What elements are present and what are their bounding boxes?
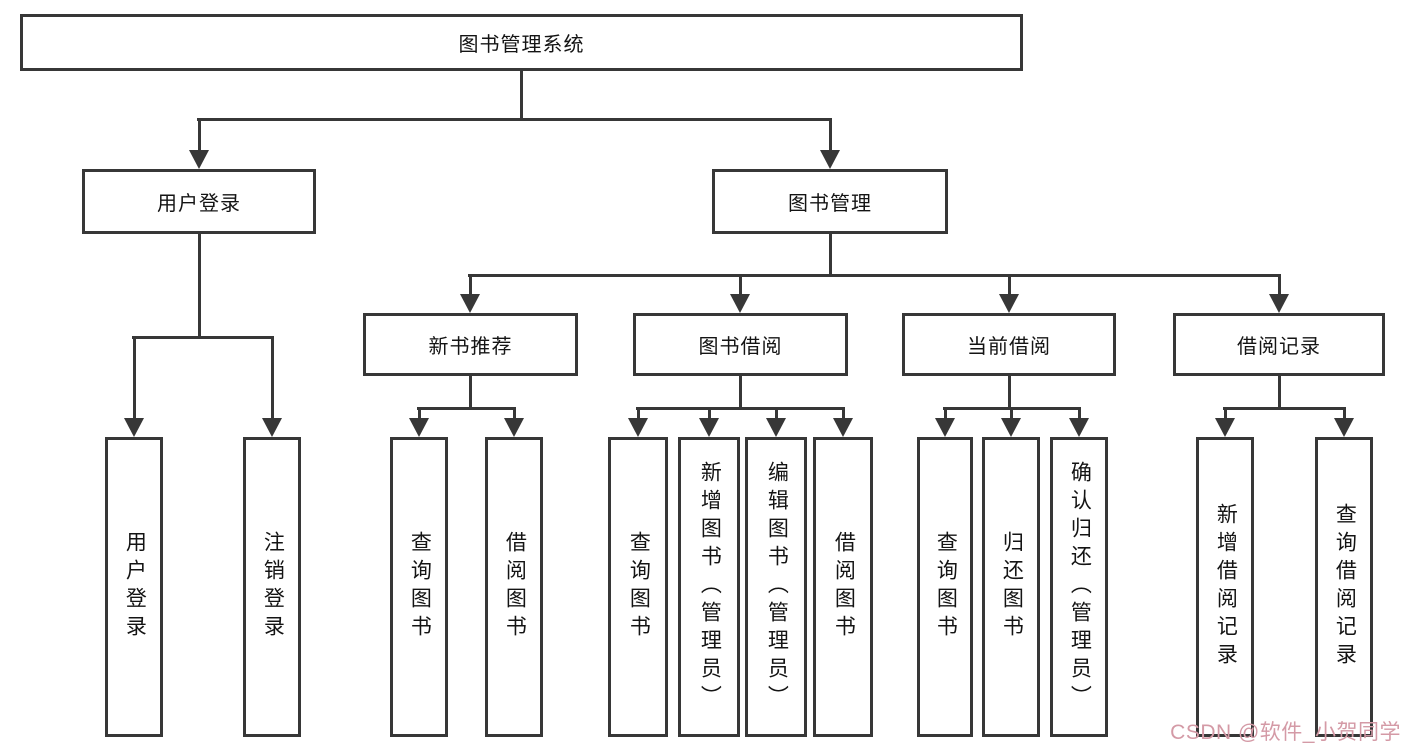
- node-book-borrowing: 图书借阅: [633, 313, 848, 376]
- connector-line: [270, 336, 274, 425]
- node-new-book-recommendation: 新书推荐: [363, 313, 578, 376]
- connector-line: [774, 407, 778, 425]
- connector-line: [519, 71, 523, 118]
- arrowhead-icon: [628, 418, 648, 437]
- connector-line: [468, 376, 472, 407]
- connector-line: [468, 274, 1281, 277]
- connector-line: [738, 274, 742, 301]
- arrowhead-icon: [124, 418, 144, 437]
- leaf-query-books-2: 查询图书: [608, 437, 668, 737]
- arrowhead-icon: [766, 418, 786, 437]
- arrowhead-icon: [1269, 294, 1289, 313]
- connector-line: [417, 407, 421, 425]
- arrowhead-icon: [460, 294, 480, 313]
- arrowhead-icon: [262, 418, 282, 437]
- connector-line: [468, 274, 472, 301]
- leaf-add-books-admin: 新增图书（管理员）: [678, 437, 740, 737]
- connector-line: [132, 336, 136, 425]
- arrowhead-icon: [1334, 418, 1354, 437]
- arrowhead-icon: [504, 418, 524, 437]
- leaf-borrow-books: 借阅图书: [485, 437, 543, 737]
- node-label: 确认归还（管理员）: [1068, 461, 1092, 713]
- arrowhead-icon: [730, 294, 750, 313]
- connector-line: [512, 407, 516, 425]
- arrowhead-icon: [1215, 418, 1235, 437]
- node-label: 新增图书（管理员）: [698, 461, 722, 713]
- node-label: 新书推荐: [428, 336, 513, 358]
- connector-line: [197, 118, 832, 121]
- connector-line: [636, 407, 640, 425]
- node-label: 查询图书: [934, 531, 958, 643]
- arrowhead-icon: [189, 150, 209, 169]
- leaf-borrow-books-2: 借阅图书: [813, 437, 873, 737]
- node-book-management: 图书管理: [712, 169, 948, 234]
- node-borrowing-records: 借阅记录: [1173, 313, 1385, 376]
- connector-line: [1223, 407, 1227, 425]
- connector-line: [197, 118, 201, 157]
- connector-line: [1009, 407, 1013, 425]
- connector-line: [132, 336, 274, 339]
- connector-line: [1007, 274, 1011, 301]
- connector-line: [828, 234, 832, 274]
- leaf-edit-books-admin: 编辑图书（管理员）: [745, 437, 807, 737]
- leaf-query-borrow-record: 查询借阅记录: [1315, 437, 1373, 737]
- leaf-confirm-return-admin: 确认归还（管理员）: [1050, 437, 1108, 737]
- node-user-login: 用户登录: [82, 169, 316, 234]
- connector-line: [636, 407, 845, 410]
- node-label: 查询图书: [627, 531, 651, 643]
- connector-line: [1277, 274, 1281, 301]
- node-label: 编辑图书（管理员）: [765, 461, 789, 713]
- connector-line: [1223, 407, 1346, 410]
- arrowhead-icon: [409, 418, 429, 437]
- connector-line: [1342, 407, 1346, 425]
- connector-line: [1077, 407, 1081, 425]
- arrowhead-icon: [820, 150, 840, 169]
- node-label: 注销登录: [261, 531, 285, 643]
- node-label: 图书管理系统: [458, 34, 585, 56]
- connector-line: [197, 234, 201, 336]
- node-label: 查询图书: [408, 531, 432, 643]
- leaf-query-books-3: 查询图书: [917, 437, 973, 737]
- connector-line: [707, 407, 711, 425]
- node-label: 图书管理: [788, 193, 872, 215]
- node-label: 用户登录: [157, 193, 241, 215]
- arrowhead-icon: [935, 418, 955, 437]
- watermark-csdn: CSDN @软件_小贺同学: [1170, 721, 1401, 744]
- node-label: 借阅记录: [1237, 336, 1321, 358]
- connector-line: [417, 407, 516, 410]
- arrowhead-icon: [699, 418, 719, 437]
- connector-line: [1007, 376, 1011, 407]
- arrowhead-icon: [1001, 418, 1021, 437]
- leaf-user-login: 用户登录: [105, 437, 163, 737]
- node-current-borrowing: 当前借阅: [902, 313, 1116, 376]
- node-label: 用户登录: [123, 531, 147, 643]
- connector-line: [738, 376, 742, 407]
- leaf-return-books: 归还图书: [982, 437, 1040, 737]
- node-label: 借阅图书: [503, 531, 527, 643]
- node-label: 新增借阅记录: [1214, 503, 1238, 671]
- connector-line: [828, 118, 832, 157]
- arrowhead-icon: [999, 294, 1019, 313]
- connector-line: [841, 407, 845, 425]
- leaf-add-borrow-record: 新增借阅记录: [1196, 437, 1254, 737]
- arrowhead-icon: [1069, 418, 1089, 437]
- connector-line: [1277, 376, 1281, 407]
- node-label: 归还图书: [1000, 531, 1024, 643]
- node-label: 当前借阅: [967, 336, 1051, 358]
- node-library-management-system: 图书管理系统: [20, 14, 1023, 71]
- node-label: 借阅图书: [832, 531, 856, 643]
- leaf-logout-login: 注销登录: [243, 437, 301, 737]
- connector-line: [943, 407, 947, 425]
- leaf-query-books: 查询图书: [390, 437, 448, 737]
- node-label: 查询借阅记录: [1333, 503, 1357, 671]
- node-label: 图书借阅: [698, 336, 783, 358]
- arrowhead-icon: [833, 418, 853, 437]
